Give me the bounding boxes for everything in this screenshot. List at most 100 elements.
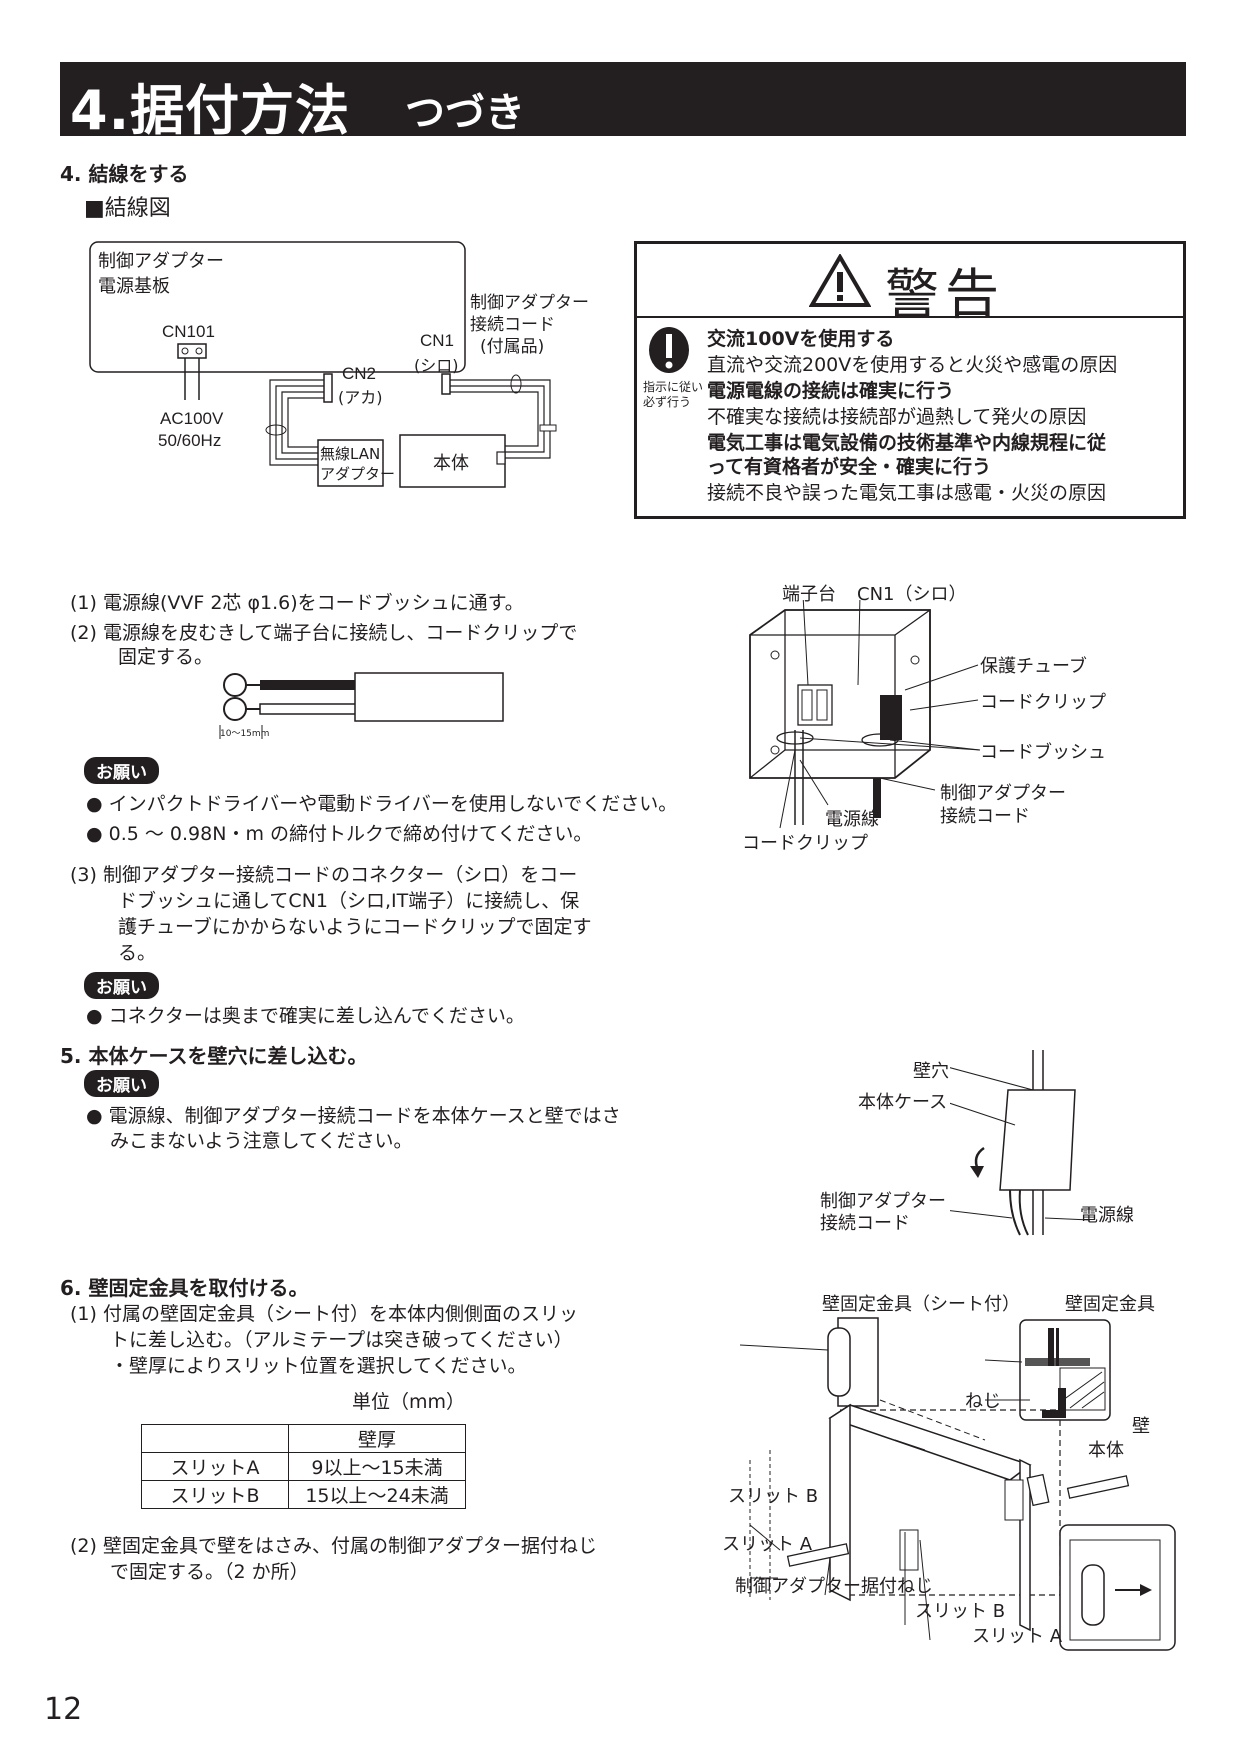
wall-hole-label: 壁穴 <box>913 1061 949 1082</box>
main-case-label: 本体ケース <box>858 1092 948 1113</box>
slit-a-label: スリット A <box>722 1534 813 1555</box>
step4-heading: 4. 結線をする <box>60 162 189 186</box>
warning-title: 警告 <box>885 263 1005 326</box>
step4-item-1: (1) 電源線(VVF 2芯 φ1.6)をコードブッシュに通す。 <box>70 592 524 614</box>
lan-adapter-label-1: 無線LAN <box>320 445 381 463</box>
slit-b-label-2: スリット B <box>915 1601 1006 1622</box>
step6-item-2b: で固定する。（2 か所） <box>110 1561 309 1583</box>
ac-frequency-label: 50/60Hz <box>158 431 222 450</box>
notice3-bullet-1: ● 電源線、制御アダプター接続コードを本体ケースと壁ではさ <box>86 1105 621 1127</box>
table-header-cell: 壁厚 <box>288 1424 466 1453</box>
notice3-text-1a: 電源線、制御アダプター接続コードを本体ケースと壁ではさ <box>108 1105 621 1127</box>
notice1-text-2: 0.5 ～ 0.98N・m の締付トルクで締め付けてください。 <box>108 823 593 845</box>
step4-item-2b: 固定する。 <box>118 646 214 668</box>
step6-item-1b: トに差し込む。（アルミテープは突き破ってください） <box>110 1329 573 1351</box>
main-unit-label: 本体 <box>433 453 469 474</box>
wall-insertion-illustration <box>950 1050 1090 1236</box>
bracket-with-sheet-label: 壁固定金具（シート付） <box>822 1294 1020 1315</box>
step4-item-3a: (3) 制御アダプター接続コードのコネクター（シロ）をコー <box>70 864 578 886</box>
ac-voltage-label: AC100V <box>160 409 224 428</box>
bracket-installation-illustration <box>739 1317 1176 1651</box>
power-cable-label: 電源線 <box>825 809 879 830</box>
protective-tube-label: 保護チューブ <box>980 656 1087 677</box>
slit-b-label: スリット B <box>728 1486 819 1507</box>
warning-box: 警告 指示に従い 必ず行う 交流100Vを使用する 直流や交流200Vを使用する… <box>634 241 1186 519</box>
cord-label-3: (付属品) <box>480 337 545 357</box>
page-title: 4.据付方法 <box>70 79 351 142</box>
table-row: 壁厚 <box>141 1424 466 1453</box>
table-cell: 9以上～15未満 <box>288 1452 466 1481</box>
step6-heading: 6. 壁固定金具を取付ける。 <box>60 1276 309 1300</box>
warning-triangle-icon <box>809 254 871 307</box>
notice-label-3: お願い <box>84 1070 159 1097</box>
terminal-box-illustration <box>749 600 981 829</box>
adapter-screw-label: 制御アダプター据付ねじ <box>735 1576 933 1597</box>
warning-line-2: 直流や交流200Vを使用すると火災や感電の原因 <box>707 354 1118 376</box>
cn1-color-label: (シロ) <box>414 356 459 375</box>
cord-label-1: 制御アダプター <box>470 293 589 313</box>
table-cell: 15以上～24未満 <box>288 1480 466 1509</box>
wiring-diagram-heading: ■結線図 <box>84 196 171 221</box>
board-label-1: 制御アダプター <box>98 251 224 272</box>
notice1-text-1: インパクトドライバーや電動ドライバーを使用しないでください。 <box>108 793 678 815</box>
wiring-diagram <box>89 241 557 488</box>
warning-line-1: 交流100Vを使用する <box>707 328 895 350</box>
wall-power-label: 電源線 <box>1080 1205 1134 1226</box>
step6-item-1c: ・壁厚によりスリット位置を選択してください。 <box>110 1355 527 1377</box>
table-cell: スリットB <box>141 1480 289 1509</box>
slit-table: 壁厚 スリットA 9以上～15未満 スリットB 15以上～24未満 <box>141 1424 466 1509</box>
slit-a-label-2: スリット A <box>972 1626 1063 1647</box>
table-cell: スリットA <box>141 1452 289 1481</box>
page-header: 4.据付方法 つづき <box>60 62 1186 142</box>
warning-line-3: 電源電線の接続は確実に行う <box>707 380 955 402</box>
cn101-label: CN101 <box>162 322 215 341</box>
cn2-label: CN2 <box>342 364 377 383</box>
notice2-text-1: コネクターは奥まで確実に差し込んでください。 <box>108 1005 525 1027</box>
warning-line-6: って有資格者が安全・確実に行う <box>707 456 992 478</box>
step4-item-2a: (2) 電源線を皮むきして端子台に接続し、コードクリップで <box>70 622 578 644</box>
step4-item-3b: ドブッシュに通してCN1（シロ,IT端子）に接続し、保 <box>118 890 580 912</box>
page-subtitle: つづき <box>405 90 525 136</box>
mandatory-label-1: 指示に従い <box>643 380 704 394</box>
box-cord-label-2: 接続コード <box>940 806 1030 827</box>
table-header-cell <box>141 1424 289 1453</box>
warning-line-5: 電気工事は電気設備の技術基準や内線規程に従 <box>707 432 1107 454</box>
cn2-color-label: (アカ) <box>338 388 383 407</box>
notice2-bullet-1: ● コネクターは奥まで確実に差し込んでください。 <box>86 1005 525 1027</box>
wall-label: 壁 <box>1132 1416 1150 1437</box>
box-cord-label-1: 制御アダプター <box>940 783 1066 804</box>
unit-label: 単位（mm） <box>352 1391 466 1413</box>
notice1-bullet-2: ● 0.5 ～ 0.98N・m の締付トルクで締め付けてください。 <box>86 823 593 845</box>
cord-clip-label: コードクリップ <box>980 692 1106 713</box>
board-label-2: 電源基板 <box>98 276 170 297</box>
mandatory-action-icon <box>649 327 689 373</box>
terminal-block-label: 端子台 <box>782 584 836 605</box>
cord-label-2: 接続コード <box>470 315 555 335</box>
mandatory-label-2: 必ず行う <box>643 395 692 409</box>
screw-label: ねじ <box>965 1391 1001 1412</box>
notice1-bullet-1: ● インパクトドライバーや電動ドライバーを使用しないでください。 <box>86 793 678 815</box>
cord-clip-label-2: コードクリップ <box>742 833 868 854</box>
strip-length-label: 10～15mm <box>220 729 270 739</box>
wall-cord-label-2: 接続コード <box>820 1213 910 1234</box>
table-row: スリットA 9以上～15未満 <box>141 1452 466 1481</box>
step4-item-3c: 護チューブにかからないようにコードクリップで固定す <box>118 916 592 938</box>
warning-line-7: 接続不良や誤った電気工事は感電・火災の原因 <box>707 482 1107 504</box>
cord-bush-label: コードブッシュ <box>980 742 1106 763</box>
wall-bracket-label: 壁固定金具 <box>1065 1294 1155 1315</box>
notice-label-1: お願い <box>84 757 159 784</box>
wall-cord-label-1: 制御アダプター <box>820 1191 946 1212</box>
step5-heading: 5. 本体ケースを壁穴に差し込む。 <box>60 1044 368 1068</box>
step6-item-2a: (2) 壁固定金具で壁をはさみ、付属の制御アダプター据付ねじ <box>70 1535 597 1557</box>
table-row: スリットB 15以上～24未満 <box>141 1480 466 1509</box>
lan-adapter-label-2: アダプター <box>320 465 396 483</box>
page-number: 12 <box>44 1692 83 1727</box>
step4-item-3d: る。 <box>118 942 157 964</box>
step6-item-1a: (1) 付属の壁固定金具（シート付）を本体内側側面のスリッ <box>70 1303 578 1325</box>
notice3-text-1b: みこまないよう注意してください。 <box>110 1130 413 1152</box>
notice-label-2: お願い <box>84 972 159 999</box>
box-cn1-label: CN1（シロ） <box>857 584 967 605</box>
bracket-main-label: 本体 <box>1088 1440 1124 1461</box>
cn1-label: CN1 <box>420 331 455 350</box>
wire-strip-diagram <box>219 672 504 739</box>
